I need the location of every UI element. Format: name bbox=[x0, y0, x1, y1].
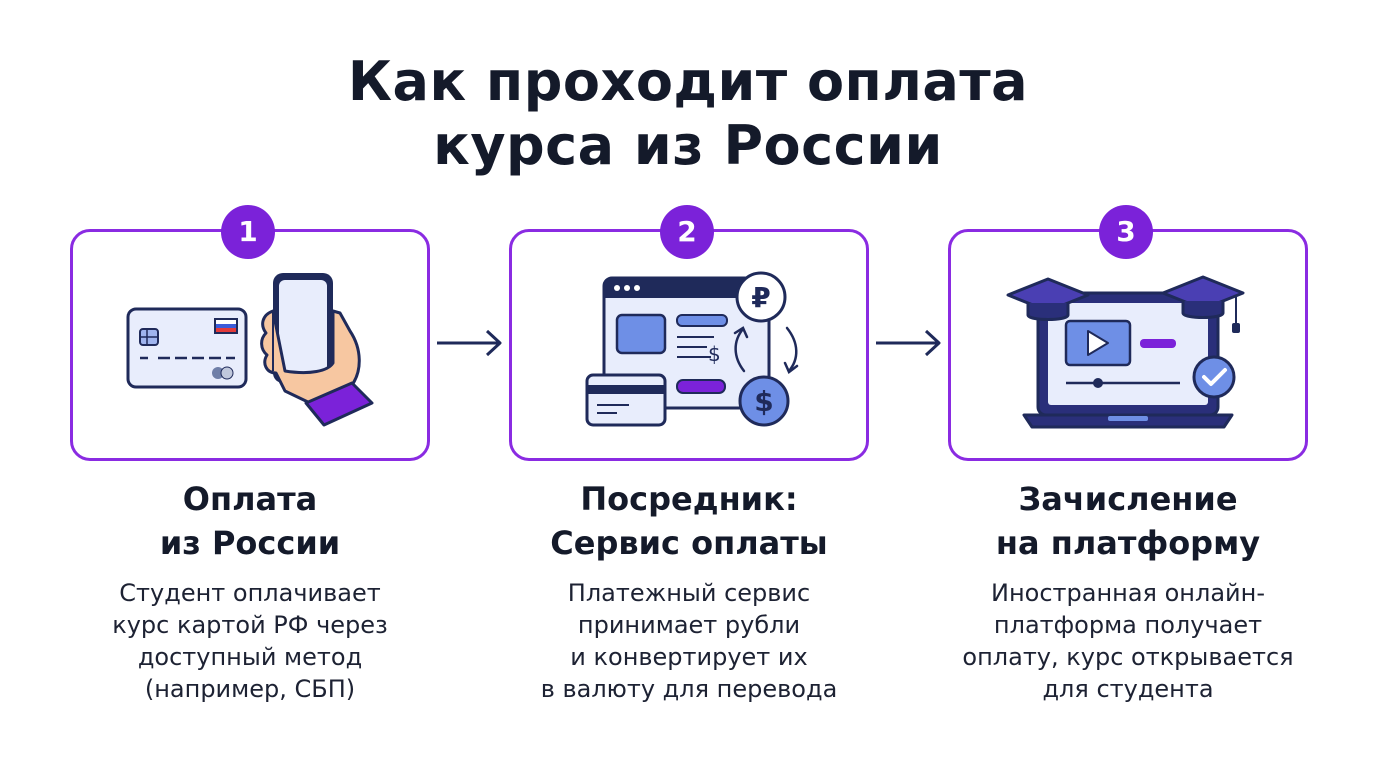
page-title: Как проходит оплата курса из России bbox=[0, 50, 1376, 178]
dollar-sign-icon: $ bbox=[708, 342, 721, 366]
step-title: Зачисление на платформу bbox=[995, 480, 1261, 562]
dollar-coin-icon: $ bbox=[738, 375, 790, 427]
step-title: Оплата из России bbox=[159, 480, 341, 562]
step-title: Посредник: Сервис оплаты bbox=[550, 480, 828, 562]
arrow-right-icon bbox=[876, 329, 941, 357]
video-play-icon bbox=[1064, 319, 1132, 367]
step-number-badge: 2 bbox=[660, 205, 714, 259]
bank-card-icon bbox=[126, 307, 248, 389]
step-description: Платежный сервис принимает рубли и конве… bbox=[540, 579, 838, 703]
svg-text:$: $ bbox=[754, 385, 773, 418]
card-and-phone-illustration bbox=[126, 273, 374, 427]
step-description: Студент оплачивает курс картой РФ через … bbox=[112, 579, 388, 703]
payment-service-illustration: $ ₽ $ bbox=[585, 271, 799, 427]
checkmark-icon bbox=[1192, 355, 1236, 399]
step-description: Иностранная онлайн- платформа получает о… bbox=[962, 579, 1294, 703]
arrow-right-icon bbox=[437, 329, 502, 357]
online-platform-illustration bbox=[1006, 275, 1245, 429]
svg-text:₽: ₽ bbox=[751, 281, 770, 314]
exchange-arrows-icon bbox=[733, 326, 799, 374]
title-line-2: курса из России bbox=[433, 114, 943, 177]
laptop-icon bbox=[1022, 291, 1234, 429]
ruble-coin-icon: ₽ bbox=[735, 271, 787, 323]
smartphone-in-hand-icon bbox=[260, 273, 374, 427]
title-line-1: Как проходит оплата bbox=[347, 50, 1029, 113]
graduation-cap-icon bbox=[1006, 275, 1245, 333]
step-number-badge: 1 bbox=[221, 205, 275, 259]
step-number-badge: 3 bbox=[1099, 205, 1153, 259]
card-icon bbox=[585, 373, 667, 427]
